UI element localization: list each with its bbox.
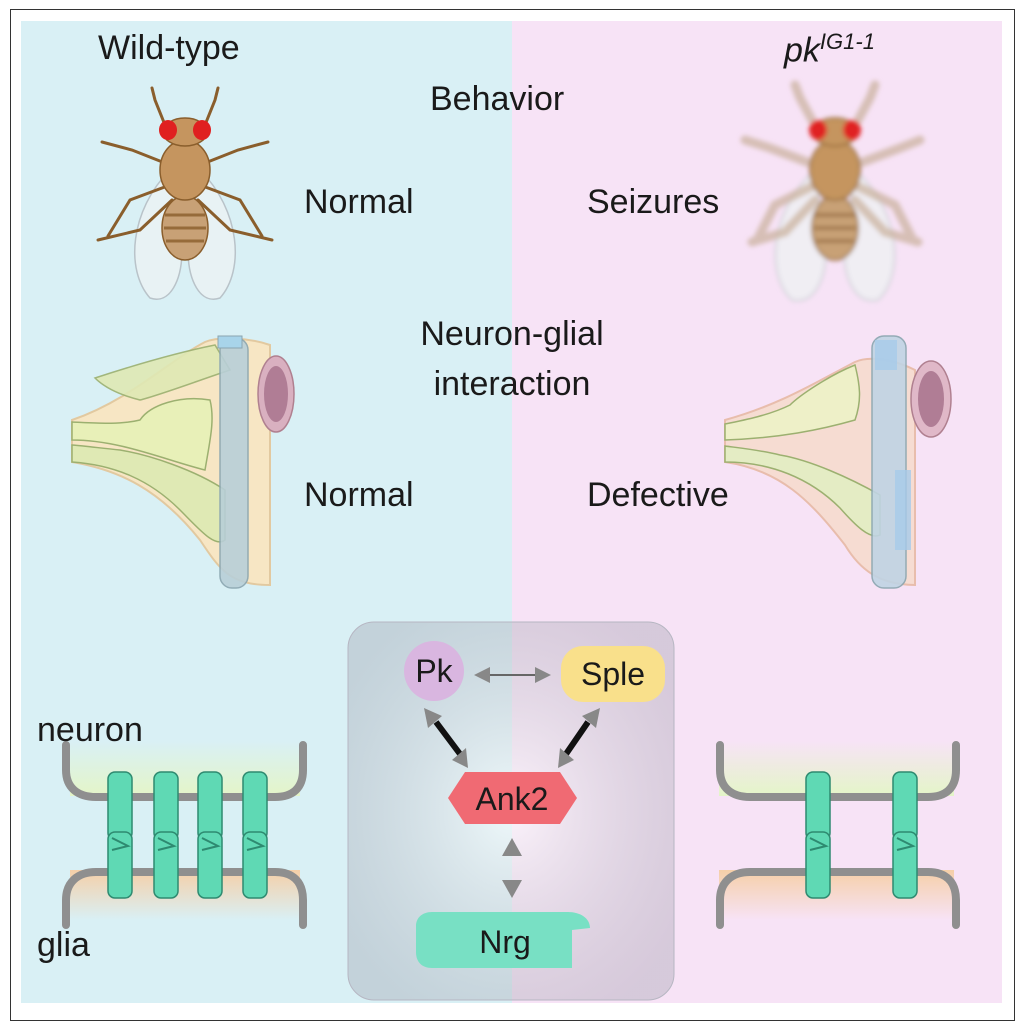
mutant-neuron-glia-structure (724, 335, 952, 589)
wildtype-header: Wild-type (98, 29, 240, 67)
wildtype-fly-icon (96, 86, 274, 300)
mutant-behavior-phenotype: Seizures (587, 183, 720, 221)
pathway-arrows (424, 667, 600, 898)
mutant-interaction-phenotype: Defective (587, 476, 729, 514)
sple-node (561, 646, 665, 702)
ank2-label: Ank2 (476, 781, 549, 817)
mutant-fly-icon (740, 80, 925, 302)
mutant-membrane-junctions (716, 741, 960, 929)
wildtype-behavior-phenotype: Normal (304, 183, 414, 221)
mutant-header-base: pk (784, 31, 820, 70)
interaction-row-title-line2: interaction (433, 365, 591, 403)
ank2-node (448, 772, 577, 824)
nrg-node (416, 912, 590, 968)
mutant-header: pkIG1-1 (784, 29, 875, 70)
wildtype-neuron-glia-structure (71, 335, 295, 589)
neuron-membrane-label: neuron (37, 711, 143, 749)
wildtype-membrane-junctions (62, 741, 307, 929)
mutant-header-superscript: IG1-1 (819, 29, 875, 54)
behavior-row-title: Behavior (430, 80, 565, 118)
pk-node (404, 641, 464, 701)
sple-label: Sple (581, 656, 645, 692)
wildtype-interaction-phenotype: Normal (304, 476, 414, 514)
nrg-label: Nrg (479, 924, 531, 960)
pk-label: Pk (415, 653, 453, 689)
glia-membrane-label: glia (37, 926, 90, 964)
interaction-row-title-line1: Neuron-glial (420, 315, 604, 353)
